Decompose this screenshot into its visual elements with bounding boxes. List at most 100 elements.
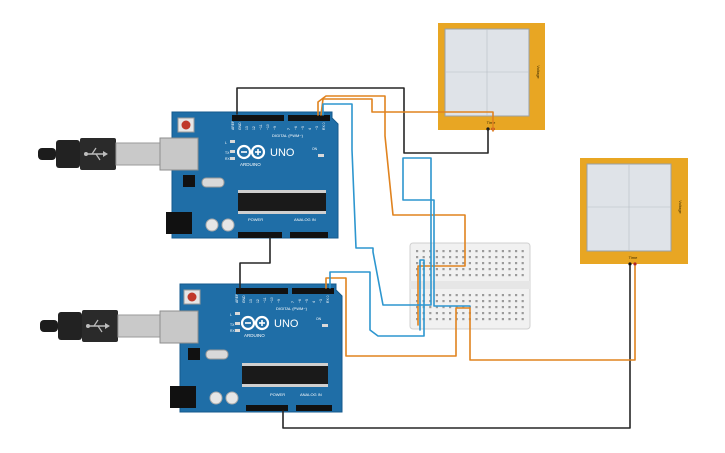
breadboard-hole[interactable] [508,274,511,277]
breadboard-hole[interactable] [435,268,438,271]
breadboard-hole[interactable] [495,256,498,259]
breadboard-hole[interactable] [508,250,511,253]
usb-cable-top[interactable] [38,138,167,170]
wire-blue-bottom[interactable] [329,259,425,337]
breadboard-hole[interactable] [482,262,485,265]
breadboard-hole[interactable] [501,250,504,253]
breadboard-hole[interactable] [455,250,458,253]
breadboard-hole[interactable] [416,312,419,315]
breadboard-hole[interactable] [455,306,458,309]
breadboard-hole[interactable] [422,250,425,253]
breadboard-hole[interactable] [449,306,452,309]
breadboard-hole[interactable] [475,306,478,309]
breadboard-hole[interactable] [442,256,445,259]
wire-orange-top[interactable] [317,95,466,326]
breadboard-hole[interactable] [515,294,518,297]
breadboard-hole[interactable] [495,300,498,303]
breadboard-hole[interactable] [455,256,458,259]
breadboard-hole[interactable] [475,300,478,303]
breadboard-hole[interactable] [488,294,491,297]
breadboard-hole[interactable] [462,268,465,271]
breadboard-hole[interactable] [495,274,498,277]
breadboard-hole[interactable] [515,274,518,277]
breadboard-hole[interactable] [521,268,524,271]
breadboard-hole[interactable] [455,268,458,271]
breadboard-hole[interactable] [488,300,491,303]
breadboard-hole[interactable] [515,250,518,253]
arduino-board-bottom[interactable]: AREF GND 13 12 ~11 ~10 ~9 7 ~6 ~5 4 ~3 R… [159,283,343,413]
breadboard-hole[interactable] [429,318,432,321]
breadboard-hole[interactable] [449,256,452,259]
breadboard-hole[interactable] [488,262,491,265]
breadboard-hole[interactable] [521,262,524,265]
breadboard-hole[interactable] [521,256,524,259]
breadboard-hole[interactable] [488,312,491,315]
breadboard-hole[interactable] [495,318,498,321]
breadboard-hole[interactable] [468,306,471,309]
breadboard-hole[interactable] [495,268,498,271]
breadboard-hole[interactable] [455,262,458,265]
wire-orange-bottom[interactable] [325,265,636,361]
scope-terminal-positive[interactable] [633,262,637,266]
breadboard-hole[interactable] [501,306,504,309]
breadboard-hole[interactable] [462,294,465,297]
breadboard-hole[interactable] [482,318,485,321]
breadboard-hole[interactable] [515,262,518,265]
breadboard-hole[interactable] [515,300,518,303]
breadboard-hole[interactable] [475,250,478,253]
breadboard-hole[interactable] [468,250,471,253]
breadboard-hole[interactable] [462,300,465,303]
breadboard-hole[interactable] [435,312,438,315]
breadboard-hole[interactable] [495,250,498,253]
breadboard-hole[interactable] [455,300,458,303]
breadboard-hole[interactable] [462,306,465,309]
oscilloscope-bottom[interactable]: Voltage Time [580,158,688,266]
breadboard-hole[interactable] [442,268,445,271]
breadboard-hole[interactable] [508,312,511,315]
breadboard-hole[interactable] [416,294,419,297]
breadboard-hole[interactable] [508,256,511,259]
breadboard-hole[interactable] [515,256,518,259]
arduino-board-top[interactable]: AREF GND 13 12 ~11 ~10 ~9 7 ~6 ~5 4 ~3 R… [159,111,339,239]
breadboard-hole[interactable] [442,294,445,297]
breadboard-hole[interactable] [488,274,491,277]
breadboard-hole[interactable] [462,318,465,321]
breadboard-hole[interactable] [435,256,438,259]
breadboard-hole[interactable] [521,306,524,309]
breadboard-hole[interactable] [501,312,504,315]
breadboard-hole[interactable] [442,312,445,315]
breadboard-hole[interactable] [442,250,445,253]
breadboard-hole[interactable] [482,306,485,309]
breadboard-hole[interactable] [475,294,478,297]
breadboard-hole[interactable] [468,274,471,277]
breadboard-hole[interactable] [435,294,438,297]
breadboard-hole[interactable] [488,318,491,321]
breadboard-hole[interactable] [442,318,445,321]
breadboard-hole[interactable] [488,250,491,253]
breadboard-hole[interactable] [508,268,511,271]
breadboard-hole[interactable] [468,268,471,271]
breadboard-hole[interactable] [429,306,432,309]
breadboard-hole[interactable] [462,256,465,259]
breadboard-hole[interactable] [416,256,419,259]
breadboard-hole[interactable] [449,274,452,277]
breadboard-hole[interactable] [468,294,471,297]
breadboard-hole[interactable] [449,294,452,297]
breadboard-hole[interactable] [435,262,438,265]
breadboard-hole[interactable] [416,262,419,265]
breadboard-hole[interactable] [429,312,432,315]
wire-black-board-link[interactable] [239,237,271,289]
reset-button-icon[interactable] [177,117,195,133]
breadboard-hole[interactable] [435,250,438,253]
breadboard-hole[interactable] [482,268,485,271]
breadboard-hole[interactable] [515,312,518,315]
breadboard-hole[interactable] [416,268,419,271]
reset-button-icon[interactable] [183,289,201,305]
breadboard-hole[interactable] [416,306,419,309]
breadboard-hole[interactable] [475,274,478,277]
scope-terminal-negative[interactable] [628,262,632,266]
breadboard-hole[interactable] [501,300,504,303]
wire-orange-top-scope[interactable] [320,98,494,132]
breadboard-hole[interactable] [501,262,504,265]
